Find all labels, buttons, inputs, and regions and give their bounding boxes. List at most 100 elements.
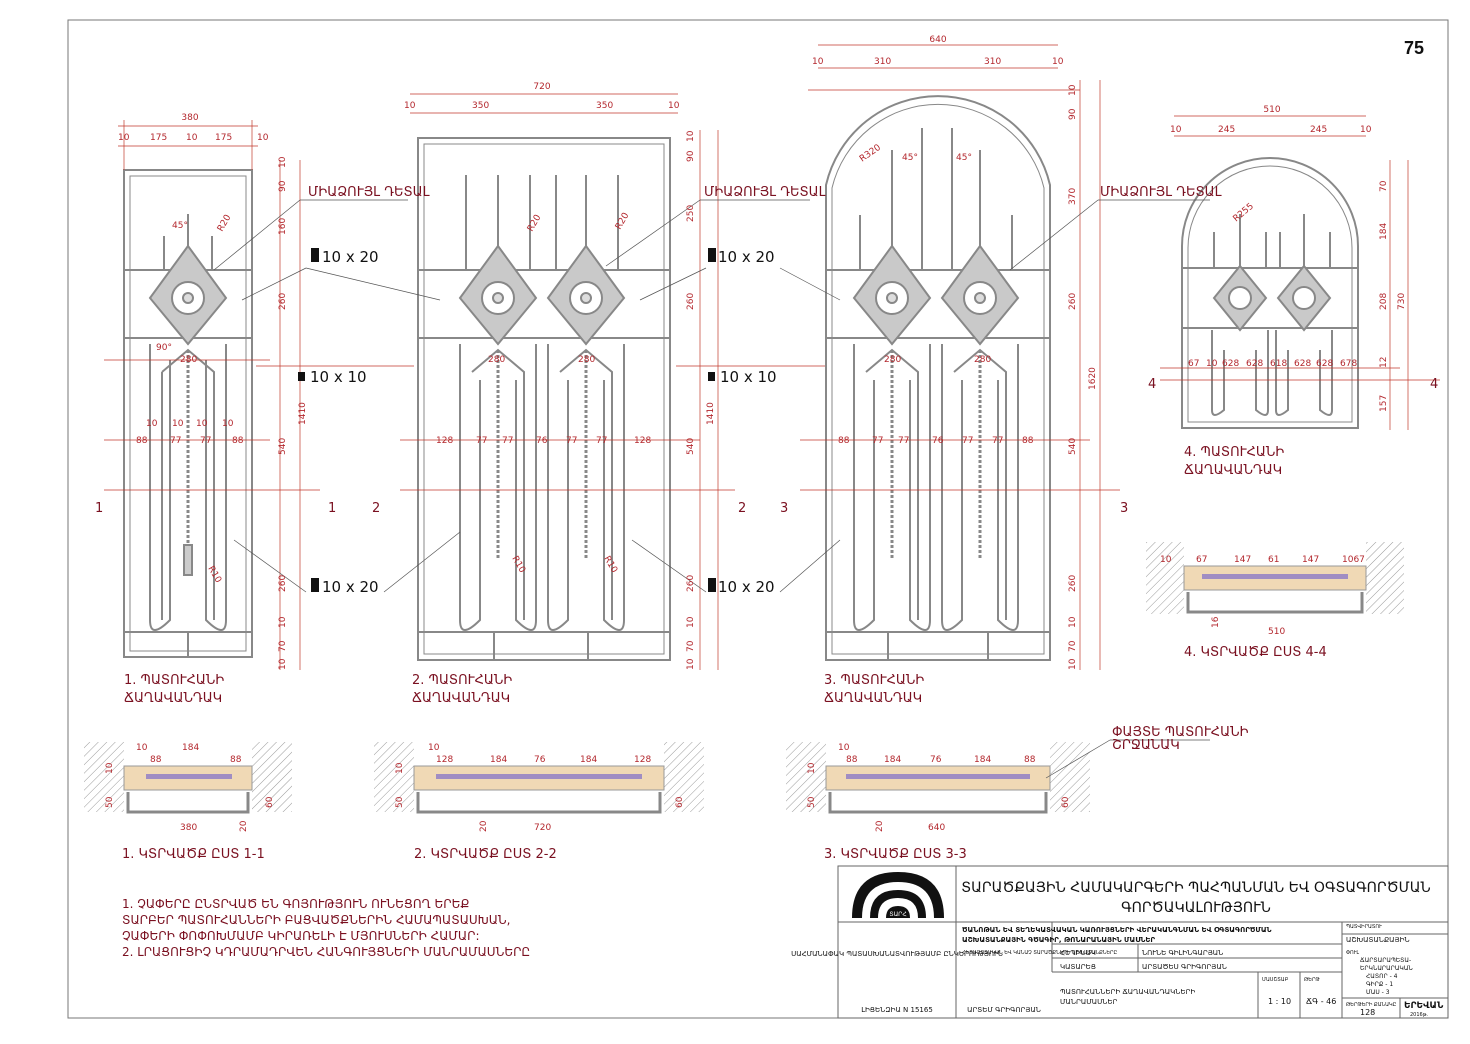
w3-dim: 310 — [984, 57, 1001, 67]
w2-title-line2: ՃԱՂԱՎԱՆԴԱԿ — [412, 691, 510, 706]
w4-mid-dim: 618 — [1270, 359, 1287, 369]
w1-radius: R10 — [205, 565, 223, 586]
w4-vdim: 157 — [1379, 395, 1389, 412]
w2-vdim: 90 — [686, 150, 696, 162]
w3-dim: 10 — [812, 57, 824, 67]
w3-section-mark: 3 — [1120, 501, 1128, 516]
w4-mid-dim: 67 — [1188, 359, 1199, 369]
marker-square — [708, 578, 716, 592]
window-2-elevation — [417, 137, 671, 661]
s3-dim: 20 — [875, 820, 885, 832]
w1-mid-dim: 88 — [232, 436, 244, 446]
w2-total-height: 1410 — [706, 402, 716, 425]
w2-radius: R20 — [526, 213, 544, 234]
w2-section-mark: 2 — [372, 501, 380, 516]
cell-a-value: ՆՈՒՆԵ ԳԻԼԻՆԳԱՐՅԱՆ — [1142, 949, 1223, 957]
scale-marker-label: 10 x 20 — [322, 248, 379, 266]
w1-vdim: 90 — [278, 180, 288, 192]
w3-vdim: 540 — [1068, 438, 1078, 455]
w3-mid-dim: 77 — [992, 436, 1003, 446]
s4-dim: 67 — [1196, 555, 1207, 565]
s2-dim: 184 — [490, 755, 507, 765]
s3-dim: 88 — [1024, 755, 1036, 765]
w4-vdim: 208 — [1379, 293, 1389, 310]
author-name: ԱՐՏԵՄ ԳՐԻԳՈՐՅԱՆ — [967, 1006, 1041, 1014]
w3-title-line1: 3. ՊԱՏՈՒՀԱՆԻ — [824, 673, 924, 688]
w3-dim: 10 — [1052, 57, 1064, 67]
w3-vdim: 260 — [1068, 575, 1078, 592]
w3-mid-dim: 76 — [932, 436, 944, 446]
w2-mid-dim: 128 — [436, 436, 453, 446]
w4-overall-width: 510 — [1263, 105, 1280, 115]
w2-vdim: 250 — [686, 205, 696, 222]
leader-label-2: ՄԻԱՁՈՒՅԼ ԴԵՏԱԼ — [704, 185, 826, 200]
s4-dim: 16 — [1211, 616, 1221, 628]
w2-mid-dim: 77 — [502, 436, 513, 446]
w3-dim: 310 — [874, 57, 891, 67]
w4-vdim: 70 — [1379, 180, 1389, 192]
section-4-drawing — [1146, 542, 1404, 614]
s1-dim: 88 — [150, 755, 162, 765]
w1-title-line1: 1. ՊԱՏՈՒՀԱՆԻ — [124, 673, 224, 688]
s1-dim: 10 — [136, 743, 148, 753]
w1-dim: 175 — [215, 133, 232, 143]
scale-marker-label: 10 x 20 — [718, 248, 775, 266]
w4-mid-dim: 10 — [1206, 359, 1218, 369]
w1-section-mark: 1 — [328, 501, 336, 516]
w4-mid-dim: 628 — [1246, 359, 1263, 369]
w4-mid-dim: 628 — [1222, 359, 1239, 369]
w3-mid-dim: 77 — [898, 436, 909, 446]
s2-dim: 10 — [395, 762, 405, 774]
w1-dim: 10 — [186, 133, 198, 143]
w2-overall-width: 720 — [533, 82, 550, 92]
s4-dim: 61 — [1268, 555, 1279, 565]
w4-title-line2: ՃԱՂԱՎԱՆԴԱԿ — [1184, 463, 1282, 478]
s4-dim: 10 — [1160, 555, 1172, 565]
w4-vdim: 184 — [1379, 223, 1389, 240]
w1-vdim: 10 — [278, 658, 288, 670]
w3-mid-dim: 88 — [838, 436, 850, 446]
w3-mid-dim: 88 — [1022, 436, 1034, 446]
s1-dim: 10 — [105, 762, 115, 774]
w4-total-height: 730 — [1397, 293, 1407, 310]
w2-vdim: 540 — [686, 438, 696, 455]
window-2-labels: 720 10 350 350 10 10 90 250 260 540 260 … — [372, 82, 746, 706]
cell-a-label: ՀԵՂԻՆԱԿ — [1060, 949, 1096, 957]
w1-mid-dim: 77 — [200, 436, 211, 446]
stage-caption: ՊԱՏՎԻՐԱՏՈՒ — [1346, 924, 1382, 930]
w1-node: 280 — [180, 355, 197, 365]
w1-angle: 45° — [172, 221, 188, 231]
window-2-dimensions — [256, 93, 826, 670]
w1-mid-dim: 10 — [222, 419, 234, 429]
w3-vdim: 260 — [1068, 293, 1078, 310]
marker-square — [708, 248, 716, 262]
callout-labels: ՄԻԱՁՈՒՅԼ ԴԵՏԱԼ ՄԻԱՁՈՒՅԼ ԴԵՏԱԼ ՄԻԱՁՈՒՅԼ Դ… — [308, 185, 1222, 596]
w2-vdim: 70 — [686, 640, 696, 652]
w3-vdim: 70 — [1068, 640, 1078, 652]
w3-angle: 45° — [956, 153, 972, 163]
leader-label-3: ՄԻԱՁՈՒՅԼ ԴԵՏԱԼ — [1100, 185, 1222, 200]
license-number: ԼԻՑԵՆԶԻԱ N 15165 — [861, 1006, 933, 1014]
window-1-elevation — [123, 169, 253, 658]
sheet-caption: ԹԵՐԹ — [1304, 977, 1320, 983]
scale-caption: ՄԱՍՇՏԱԲ — [1262, 977, 1289, 983]
w4-section-mark: 4 — [1148, 377, 1156, 392]
w4-section-mark: 4 — [1430, 377, 1438, 392]
w3-mid-dim: 77 — [962, 436, 973, 446]
w4-dim: 245 — [1218, 125, 1235, 135]
section-1-title: 1. ԿՏՐՎԱԾՔ ԸՍՏ 1-1 — [122, 847, 265, 862]
stage-label: ԱՇԽԱՏԱՆՔԱՅԻՆ — [1346, 936, 1410, 944]
w1-title-line2: ՃԱՂԱՎԱՆԴԱԿ — [124, 691, 222, 706]
s1-dim: 20 — [239, 820, 249, 832]
w4-radius: R255 — [1232, 202, 1256, 225]
project-line1: ԾԱՆՈԹԱՆ ԵՎ ՏԵՂԵԿԱՏՎԱԿԱՆ ԿԱՌՈՒՅՑՆԵՐԻ ՎԵՐԱ… — [962, 926, 1272, 934]
s3-dim: 10 — [838, 743, 850, 753]
w4-mid-dim: 678 — [1340, 359, 1357, 369]
window-1-dimensions — [104, 120, 320, 670]
w3-vdim: 90 — [1068, 108, 1078, 120]
cell-b-label: ԿԱՏԱՐԵՑ — [1060, 963, 1096, 971]
window-4-dimensions — [1160, 115, 1440, 430]
general-notes: 1. ՉԱՓԵՐԸ ԸՆՏՐՎԱԾ ԵՆ ԳՈՅՈՒԹՅՈՒՆ ՈՒՆԵՑՈՂ … — [122, 896, 572, 960]
